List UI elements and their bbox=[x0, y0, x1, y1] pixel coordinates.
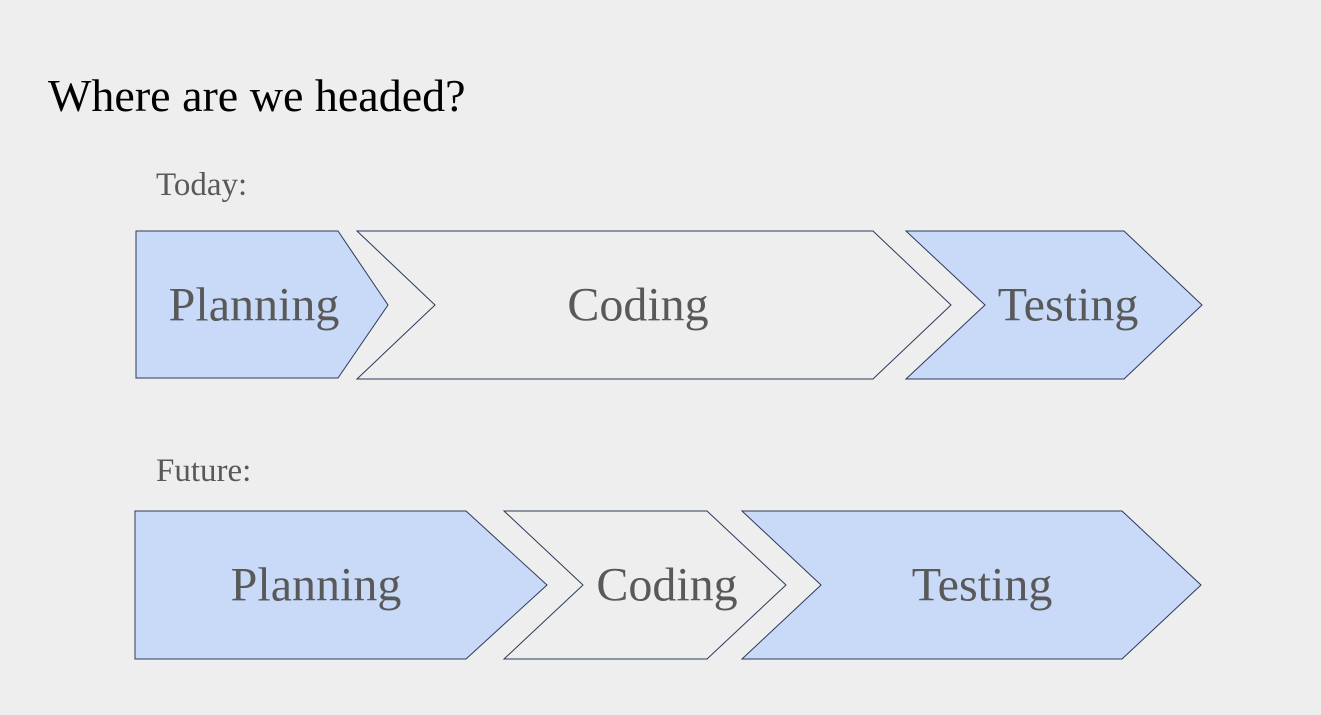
step-shape-today-coding bbox=[355, 230, 952, 380]
step-shape-future-coding bbox=[502, 510, 787, 660]
step-future-testing: Testing bbox=[740, 510, 1202, 660]
process-row-today: Planning Coding Testing bbox=[135, 230, 1203, 380]
process-row-future: Planning Coding Testing bbox=[134, 510, 1202, 660]
step-future-coding: Coding bbox=[502, 510, 787, 660]
step-label-today-coding: Coding bbox=[567, 279, 708, 332]
step-label-future-coding: Coding bbox=[596, 559, 737, 612]
step-today-planning: Planning bbox=[135, 230, 389, 379]
step-shape-today-testing bbox=[904, 230, 1203, 380]
step-label-today-planning: Planning bbox=[169, 279, 340, 332]
step-label-future-planning: Planning bbox=[231, 559, 402, 612]
row-label-future: Future: bbox=[156, 453, 252, 489]
row-label-today: Today: bbox=[156, 167, 248, 203]
step-shape-future-testing bbox=[740, 510, 1202, 660]
step-shape-today-planning bbox=[135, 230, 389, 379]
step-label-future-testing: Testing bbox=[912, 559, 1053, 612]
step-today-coding: Coding bbox=[355, 230, 952, 380]
step-today-testing: Testing bbox=[904, 230, 1203, 380]
step-future-planning: Planning bbox=[134, 510, 548, 660]
step-shape-future-planning bbox=[134, 510, 548, 660]
slide-title: Where are we headed? bbox=[48, 70, 466, 121]
step-label-today-testing: Testing bbox=[998, 279, 1139, 332]
